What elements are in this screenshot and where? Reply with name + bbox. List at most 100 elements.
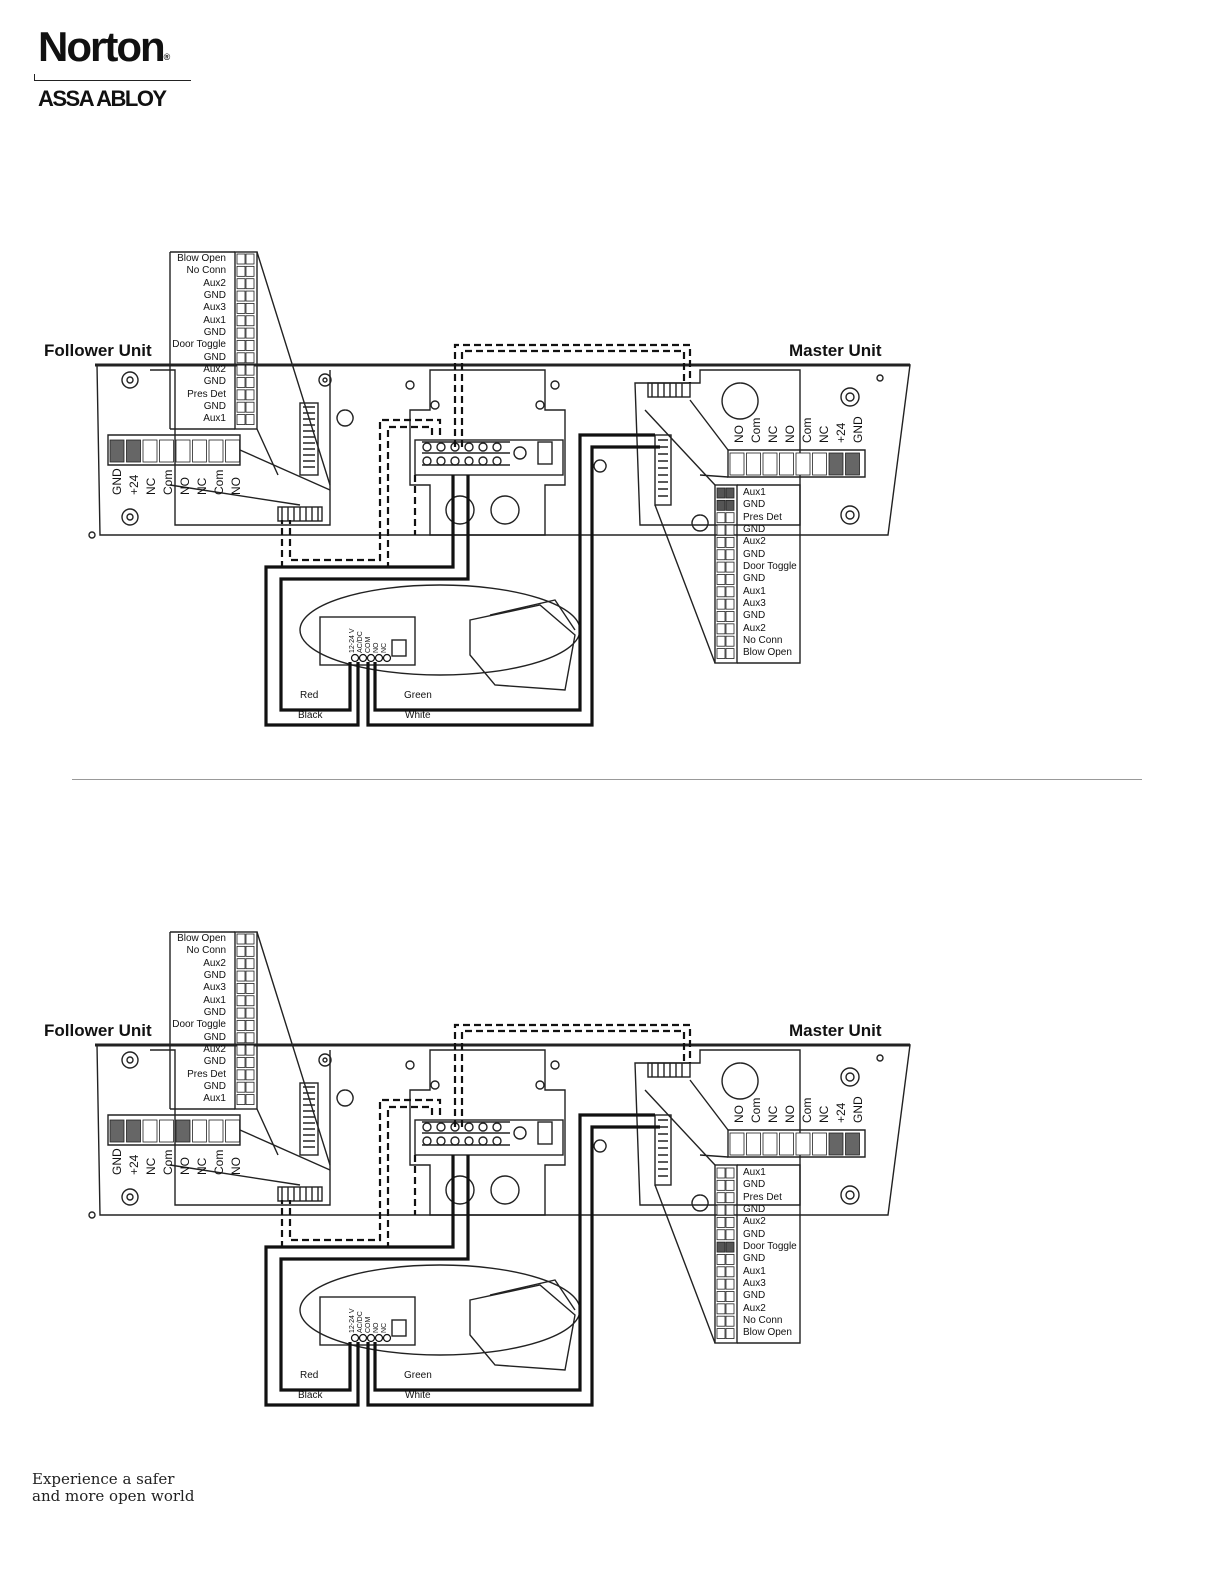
terminal-cell xyxy=(236,983,246,994)
terminal-label: GND xyxy=(203,1007,226,1019)
terminal-label: GND xyxy=(203,970,226,982)
terminal-cell xyxy=(716,648,726,659)
wire-label-white: White xyxy=(405,1390,431,1401)
terminal-cell xyxy=(236,253,246,265)
terminal-cell xyxy=(175,439,191,463)
terminal-cell xyxy=(828,452,844,476)
terminal-cell xyxy=(236,933,246,945)
follower-power-terminal xyxy=(107,434,241,466)
divider-line xyxy=(72,779,1142,780)
terminal-cell xyxy=(236,970,246,982)
terminal-cell xyxy=(236,945,246,957)
diagram-drawing xyxy=(88,931,911,1407)
logo-rule xyxy=(34,74,191,81)
terminal-cell xyxy=(716,487,726,499)
terminal-label: GND xyxy=(203,401,226,413)
terminal-cell xyxy=(208,1119,224,1143)
terminal-label: Aux1 xyxy=(203,314,226,326)
terminal-label: +24 xyxy=(834,422,848,443)
terminal-cell xyxy=(716,549,726,561)
master-power-terminal xyxy=(727,449,866,478)
terminal-cell xyxy=(725,499,735,511)
terminal-label: Aux2 xyxy=(203,957,226,969)
terminal-cell xyxy=(725,574,735,585)
terminal-cell xyxy=(716,1204,726,1216)
terminal-cell xyxy=(236,1044,246,1056)
control-box xyxy=(409,1049,566,1216)
terminal-cell xyxy=(716,1167,726,1179)
terminal-label: Com xyxy=(800,417,814,443)
terminal-label: Pres Det xyxy=(743,1191,782,1203)
terminal-cell xyxy=(159,439,174,463)
terminal-label: GND xyxy=(203,327,226,339)
terminal-cell xyxy=(126,439,141,463)
terminal-cell xyxy=(236,315,246,327)
terminal-cell xyxy=(245,995,255,1007)
terminal-cell xyxy=(725,635,735,647)
master-terminal-strip xyxy=(714,1164,738,1344)
terminal-label: Blow Open xyxy=(743,1327,792,1339)
terminal-cell xyxy=(725,1216,735,1228)
terminal-cell xyxy=(725,1241,735,1253)
follower-unit-label: Follower Unit xyxy=(44,341,152,360)
terminal-cell xyxy=(729,1132,745,1156)
terminal-label: No Conn xyxy=(186,945,226,957)
terminal-label: +24 xyxy=(834,1102,848,1123)
terminal-label: Aux1 xyxy=(743,1265,766,1277)
terminal-cell xyxy=(725,648,735,659)
terminal-cell xyxy=(245,1044,255,1056)
terminal-label: NO xyxy=(178,1157,192,1175)
terminal-cell xyxy=(126,1119,141,1143)
terminal-label: GND xyxy=(203,1031,226,1043)
terminal-cell xyxy=(725,487,735,499)
terminal-label: Aux2 xyxy=(743,536,766,548)
terminal-cell xyxy=(729,452,745,476)
follower-terminal-strip xyxy=(234,931,258,1110)
terminal-cell xyxy=(245,290,255,302)
terminal-cell xyxy=(725,524,735,536)
terminal-label: Aux2 xyxy=(203,277,226,289)
terminal-label: GND xyxy=(851,416,865,443)
terminal-cell xyxy=(236,278,246,290)
terminal-cell xyxy=(725,611,735,622)
wire-label-black: Black xyxy=(298,1390,323,1401)
terminal-cell xyxy=(716,1229,726,1241)
follower-power-terminal xyxy=(107,1114,241,1146)
terminal-cell xyxy=(716,1241,726,1253)
terminal-cell xyxy=(159,1119,174,1143)
terminal-label: NO xyxy=(732,425,746,443)
tagline-line-2: and more open world xyxy=(32,1487,195,1505)
terminal-label: GND xyxy=(743,1204,766,1216)
terminal-label: 12-24 V xyxy=(349,1308,356,1333)
terminal-label: Com xyxy=(749,1097,763,1123)
terminal-label: NC xyxy=(144,477,158,495)
wire-label-red: Red xyxy=(300,1370,319,1381)
terminal-cell xyxy=(236,1057,246,1068)
terminal-cell xyxy=(245,1007,255,1019)
terminal-cell xyxy=(795,452,811,476)
terminal-label: COM xyxy=(365,636,372,653)
terminal-cell xyxy=(236,1081,246,1093)
wire-label-red: Red xyxy=(300,690,319,701)
terminal-cell xyxy=(725,1328,735,1339)
terminal-label: GND xyxy=(743,1179,766,1191)
terminal-label: NO xyxy=(373,642,380,654)
terminal-cell xyxy=(725,1315,735,1327)
terminal-cell xyxy=(716,635,726,647)
terminal-label: Com xyxy=(800,1097,814,1123)
terminal-cell xyxy=(716,1328,726,1339)
terminal-cell xyxy=(716,1278,726,1290)
terminal-label: NO xyxy=(373,1322,380,1334)
terminal-label: NC xyxy=(817,1105,831,1123)
terminal-label: NO xyxy=(783,1105,797,1123)
terminal-cell xyxy=(845,452,860,476)
terminal-cell xyxy=(236,995,246,1007)
terminal-cell xyxy=(762,1132,778,1156)
terminal-label: AC/DC xyxy=(357,1311,364,1333)
terminal-cell xyxy=(245,340,255,351)
terminal-cell xyxy=(236,352,246,364)
terminal-label: NO xyxy=(229,1157,243,1175)
terminal-cell xyxy=(725,1254,735,1265)
tagline: Experience a safer and more open world xyxy=(32,1471,232,1505)
terminal-cell xyxy=(725,1229,735,1241)
